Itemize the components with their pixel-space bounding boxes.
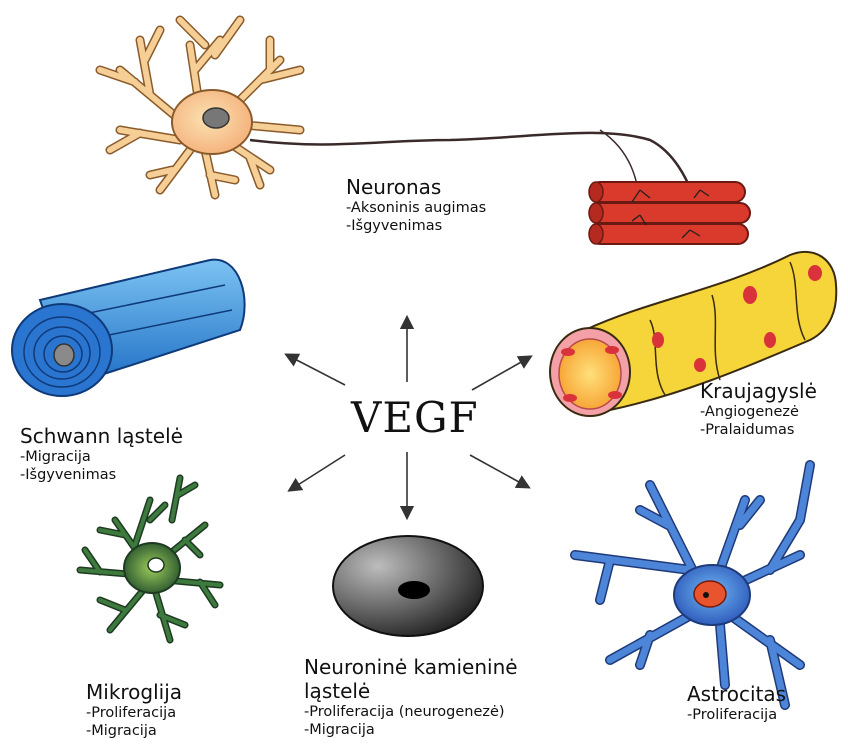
vessel-effect-2: -Pralaidumas: [700, 421, 817, 439]
vessel-effect-1: -Angiogenezė: [700, 403, 817, 421]
stem-cell-illustration: [333, 536, 483, 636]
stem-cell-title-line1: Neuroninė kamieninė: [304, 655, 518, 679]
muscle-fibers-illustration: [589, 182, 750, 244]
arrow-to-schwann: [287, 355, 345, 385]
schwann-title: Schwann ląstelė: [20, 424, 183, 448]
microglia-illustration: [80, 478, 220, 640]
stem-cell-effect-1: -Proliferacija (neurogenezė): [304, 703, 518, 721]
astrocyte-label-group: Astrocitas -Proliferacija: [687, 682, 786, 724]
neuron-title: Neuronas: [346, 175, 486, 199]
arrow-to-astrocyte: [470, 455, 528, 487]
arrow-to-microglia: [290, 455, 345, 490]
astrocyte-illustration: [575, 465, 810, 705]
schwann-effect-1: -Migracija: [20, 448, 183, 466]
neuron-label-group: Neuronas -Aksoninis augimas -Išgyvenimas: [346, 175, 486, 235]
astrocyte-effect-1: -Proliferacija: [687, 706, 786, 724]
vessel-label-group: Kraujagyslė -Angiogenezė -Pralaidumas: [700, 379, 817, 439]
stem-cell-effect-2: -Migracija: [304, 721, 518, 739]
astrocyte-title: Astrocitas: [687, 682, 786, 706]
arrow-to-vessel: [472, 357, 530, 390]
microglia-effect-1: -Proliferacija: [86, 704, 182, 722]
schwann-label-group: Schwann ląstelė -Migracija -Išgyvenimas: [20, 424, 183, 484]
microglia-effect-2: -Migracija: [86, 722, 182, 740]
vegf-center-label: VEGF: [351, 393, 479, 442]
schwann-effect-2: -Išgyvenimas: [20, 466, 183, 484]
neuron-effect-2: -Išgyvenimas: [346, 217, 486, 235]
vessel-title: Kraujagyslė: [700, 379, 817, 403]
microglia-title: Mikroglija: [86, 680, 182, 704]
schwann-cell-illustration: [12, 260, 245, 396]
microglia-label-group: Mikroglija -Proliferacija -Migracija: [86, 680, 182, 740]
stem-cell-label-group: Neuroninė kamieninė ląstelė -Proliferaci…: [304, 655, 518, 739]
neuron-effect-1: -Aksoninis augimas: [346, 199, 486, 217]
stem-cell-title-line2: ląstelė: [304, 679, 518, 703]
